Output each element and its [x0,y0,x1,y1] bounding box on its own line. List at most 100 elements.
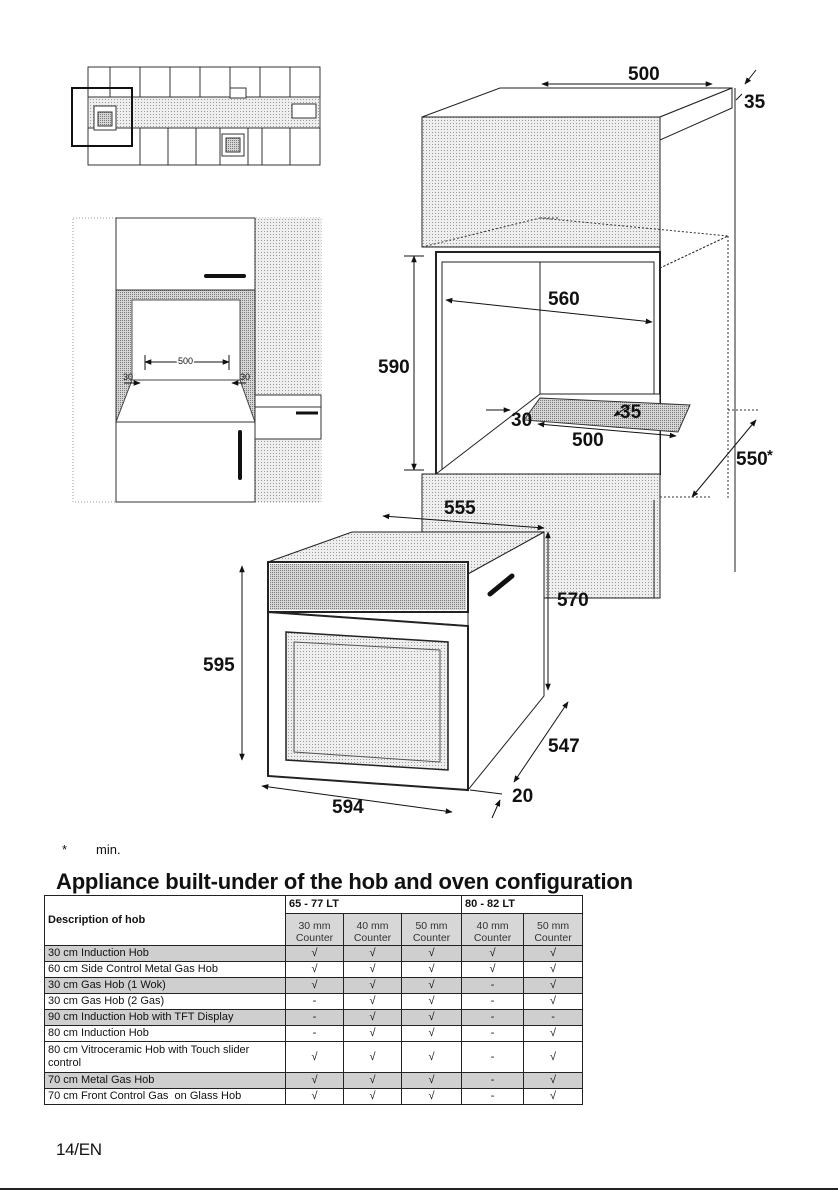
compat-cell: √ [285,945,344,962]
wall-elevation: 500 30 30 [72,217,322,503]
hob-description: 30 cm Gas Hob (2 Gas) [44,993,286,1010]
oven-drawing: 555 595 570 594 547 20 [203,498,589,819]
compat-cell: √ [400,1088,463,1105]
compat-cell: √ [400,945,463,962]
table-row: 90 cm Induction Hob with TFT Display - √… [44,1009,593,1026]
compat-cell: √ [343,1072,402,1089]
compat-cell: √ [343,945,402,962]
cab-floor-gap-label: 30 [511,410,532,431]
bottom-rule [0,1188,838,1190]
cab-inner-width-label: 560 [548,289,580,310]
compat-cell: √ [285,1088,344,1105]
compat-cell: - [285,993,344,1010]
hob-description: 30 cm Induction Hob [44,945,286,962]
compat-cell: √ [400,1025,463,1042]
cab-depth-mark: * [767,447,773,464]
table-row: 30 cm Gas Hob (1 Wok) √ √ √ - √ [44,977,593,994]
table-row: 80 cm Induction Hob - √ √ - √ [44,1025,593,1042]
table-row: 70 cm Front Control Gas on Glass Hob √ √… [44,1088,593,1105]
compat-cell: √ [400,1009,463,1026]
oven-body-height-label: 570 [557,590,589,611]
left-width-label: 500 [178,356,193,366]
group-header-row: Description of hob 65 - 77 LT 80 - 82 LT [44,895,593,946]
compat-cell: - [285,1009,344,1026]
description-header: Description of hob [44,895,286,946]
compat-cell: √ [285,1072,344,1089]
left-gap-label: 30 [123,372,133,382]
compat-cell: √ [461,961,525,978]
compat-cell: - [461,1088,525,1105]
section-heading: Appliance built-under of the hob and ove… [56,869,633,894]
compat-cell: √ [343,1025,402,1042]
table-row: 70 cm Metal Gas Hob √ √ √ - √ [44,1072,593,1089]
compat-cell: - [461,1025,525,1042]
oven-height-label: 595 [203,655,235,676]
compat-cell: √ [523,1025,584,1042]
group-header-80-82: 80 - 82 LT [461,895,584,914]
oven-depth-label: 547 [548,736,580,757]
installation-diagram: 500 30 30 500 35 560 590 3 [71,64,773,819]
compat-cell: - [461,1072,525,1089]
hob-description: 70 cm Front Control Gas on Glass Hob [44,1088,286,1105]
oven-front-label: 20 [512,786,533,807]
compat-cell: √ [461,945,525,962]
table-row: 80 cm Vitroceramic Hob with Touch slider… [44,1041,593,1073]
cab-floor-width-label: 500 [572,430,604,451]
compat-cell: - [523,1009,584,1026]
cab-top-depth-label: 35 [744,92,766,113]
hob-description: 80 cm Induction Hob [44,1025,286,1042]
hob-oven-compatibility-table: Description of hob 65 - 77 LT 80 - 82 LT… [44,895,593,1105]
compat-cell: √ [523,993,584,1010]
compat-cell: - [285,1025,344,1042]
compat-cell: √ [400,961,463,978]
compat-cell: √ [343,1088,402,1105]
footnote: * min. [62,842,121,857]
compat-cell: √ [523,961,584,978]
compat-cell: - [461,993,525,1010]
compat-cell: √ [400,1041,463,1073]
oven-top-depth-label: 555 [444,498,476,519]
compat-cell: √ [343,1041,402,1073]
cabinet-niche: 500 35 560 590 30 35 500 550 * [378,64,773,599]
cab-floor-depth-label: 35 [620,402,642,423]
compat-cell: √ [523,1072,584,1089]
compat-cell: √ [523,1041,584,1073]
group-header-65-77: 65 - 77 LT [284,895,463,914]
hob-description: 60 cm Side Control Metal Gas Hob [44,961,286,978]
table-row: 30 cm Induction Hob √ √ √ √ √ [44,945,593,962]
footnote-symbol: * [62,842,68,857]
compat-cell: √ [523,945,584,962]
compat-cell: √ [400,993,463,1010]
table-row: 30 cm Gas Hob (2 Gas) - √ √ - √ [44,993,593,1010]
compat-cell: √ [343,993,402,1010]
page-number: 14/EN [56,1140,102,1159]
cab-height-label: 590 [378,357,410,378]
compat-cell: √ [343,1009,402,1026]
compat-cell: √ [343,977,402,994]
table-row: 60 cm Side Control Metal Gas Hob √ √ √ √… [44,961,593,978]
compat-cell: - [461,1041,525,1073]
compat-cell: √ [523,1088,584,1105]
right-gap-label: 30 [240,372,250,382]
compat-cell: - [461,977,525,994]
compat-cell: √ [400,977,463,994]
cab-top-width-label: 500 [628,64,660,85]
compat-cell: √ [343,961,402,978]
compat-cell: √ [285,1041,344,1073]
compat-cell: √ [285,977,344,994]
hob-description: 30 cm Gas Hob (1 Wok) [44,977,286,994]
hob-description: 80 cm Vitroceramic Hob with Touch slider… [44,1041,286,1073]
compat-cell: - [461,1009,525,1026]
hob-description: 90 cm Induction Hob with TFT Display [44,1009,286,1026]
footnote-text: min. [96,842,121,857]
compat-cell: √ [400,1072,463,1089]
compat-cell: √ [285,961,344,978]
hob-description: 70 cm Metal Gas Hob [44,1072,286,1089]
cab-depth-label: 550 [736,449,768,470]
